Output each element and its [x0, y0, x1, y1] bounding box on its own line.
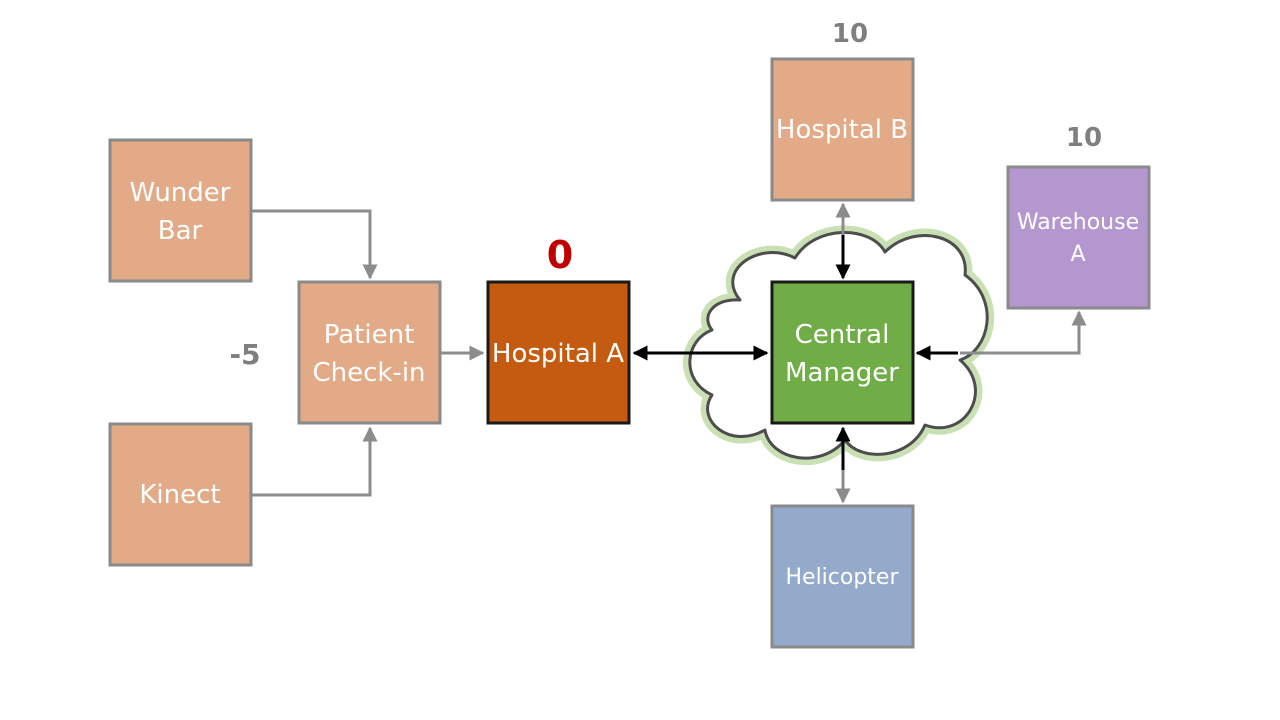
wunder-bar-label-line1: Wunder	[130, 178, 231, 208]
patient-checkin-node: Patient Check-in	[297, 280, 442, 425]
helicopter-label: Helicopter	[785, 565, 899, 590]
hospital-a-value: 0	[547, 233, 573, 277]
wunder-bar-label-line2: Bar	[158, 216, 203, 246]
central-manager-node: Central Manager	[770, 280, 915, 425]
kinect-label: Kinect	[139, 480, 220, 510]
patient-checkin-value: -5	[229, 338, 260, 371]
kinect-connector	[251, 426, 378, 497]
warehouse-a-node: Warehouse A	[1006, 165, 1151, 310]
central-manager-label-line2: Manager	[785, 358, 899, 388]
hospital-a-node: Hospital A	[486, 280, 631, 425]
patient-checkin-label-line2: Check-in	[312, 358, 425, 388]
wunder-bar-node: Wunder Bar	[108, 138, 253, 283]
central-manager-label-line1: Central	[795, 320, 890, 350]
helicopter-node: Helicopter	[770, 504, 915, 649]
wunder-bar-connector	[251, 209, 378, 280]
warehouse-a-label-line2: A	[1070, 242, 1085, 267]
warehouse-a-label-line1: Warehouse	[1017, 210, 1139, 235]
hospital-b-value: 10	[832, 19, 868, 49]
kinect-node: Kinect	[108, 422, 253, 567]
patient-checkin-label-line1: Patient	[324, 320, 415, 350]
warehouse-connector	[960, 310, 1087, 355]
warehouse-a-value: 10	[1066, 123, 1102, 153]
hospital-b-label: Hospital B	[776, 115, 908, 145]
hospital-a-label: Hospital A	[492, 339, 624, 369]
hospital-b-node: Hospital B	[770, 57, 915, 202]
